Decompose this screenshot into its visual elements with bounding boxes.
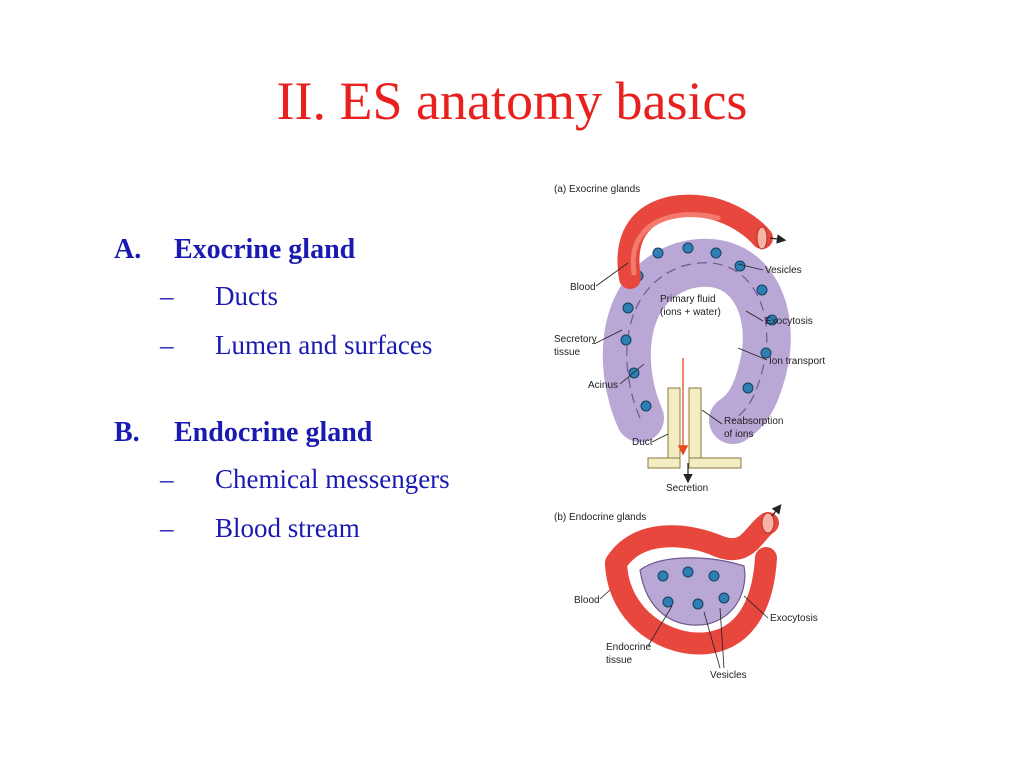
label-exocytosis-b: Exocytosis <box>770 613 818 624</box>
section-a-item: – Ducts <box>114 272 534 321</box>
blood-flow-arrow-b <box>771 504 782 517</box>
cell-borders <box>626 262 768 421</box>
section-b-item-text: Blood stream <box>215 513 360 543</box>
slide-outline: A. Exocrine gland – Ducts – Lumen and su… <box>114 228 534 553</box>
label-endocrine-tissue: Endocrine <box>606 642 651 653</box>
endocrine-nuclei <box>657 566 730 610</box>
blood-vessel-highlight <box>630 212 721 276</box>
section-b-item: – Blood stream <box>114 504 534 553</box>
label-acinus: Acinus <box>588 380 618 391</box>
section-b-heading: Endocrine gland <box>174 417 373 448</box>
section-a: A. Exocrine gland <box>114 228 534 272</box>
label-reabsorption-2: of ions <box>724 429 753 440</box>
endocrine-caption: (b) Endocrine glands <box>554 512 646 523</box>
bullet-dash: – <box>160 464 174 494</box>
label-secretory-tissue: Secretory <box>554 334 597 345</box>
endocrine-diagram: (b) Endocrine glands Blood Exocytosis En… <box>554 504 818 681</box>
bullet-dash: – <box>160 513 174 543</box>
label-vesicles-b: Vesicles <box>710 670 747 681</box>
label-primary-fluid-2: (ions + water) <box>660 307 721 318</box>
label-ion-transport: Ion transport <box>769 356 825 367</box>
blood-vessel-opening-b <box>761 512 775 534</box>
section-b-item-text: Chemical messengers <box>215 464 450 494</box>
section-b: B. Endocrine gland <box>114 411 534 455</box>
label-duct: Duct <box>632 437 653 448</box>
blood-flow-arrow <box>769 234 787 244</box>
section-a-item: – Lumen and surfaces <box>114 321 534 370</box>
label-reabsorption: Reabsorption <box>724 416 783 427</box>
blood-vessel-lower <box>605 547 777 655</box>
label-secretory-tissue-2: tissue <box>554 347 581 358</box>
blood-vessel-upper <box>605 512 779 574</box>
exocrine-caption: (a) Exocrine glands <box>554 184 640 195</box>
label-secretion: Secretion <box>666 483 708 494</box>
section-b-letter: B. <box>114 417 140 448</box>
section-a-item-text: Ducts <box>215 281 278 311</box>
label-blood-b: Blood <box>574 595 600 606</box>
label-endocrine-tissue-2: tissue <box>606 655 633 666</box>
label-blood: Blood <box>570 282 596 293</box>
bullet-dash: – <box>160 330 174 360</box>
duct-base-right <box>688 457 742 469</box>
blood-vessel <box>617 194 773 289</box>
label-vesicles: Vesicles <box>765 265 802 276</box>
section-a-letter: A. <box>114 234 142 265</box>
section-a-item-text: Lumen and surfaces <box>215 330 433 360</box>
duct-base-left <box>647 457 681 469</box>
gland-diagram: (a) Exocrine glands <box>554 184 825 681</box>
endocrine-tissue <box>639 557 746 626</box>
section-a-heading: Exocrine gland <box>174 234 356 265</box>
blood-vessel-opening <box>756 226 768 250</box>
label-primary-fluid: Primary fluid <box>660 294 716 305</box>
exocrine-diagram: (a) Exocrine glands <box>554 184 825 494</box>
slide-title: II. ES anatomy basics <box>276 71 748 131</box>
duct-wall-left <box>667 387 681 464</box>
bullet-dash: – <box>160 281 174 311</box>
section-b-item: – Chemical messengers <box>114 455 534 504</box>
label-exocytosis: Exocytosis <box>765 316 813 327</box>
duct-wall-right <box>688 387 702 464</box>
